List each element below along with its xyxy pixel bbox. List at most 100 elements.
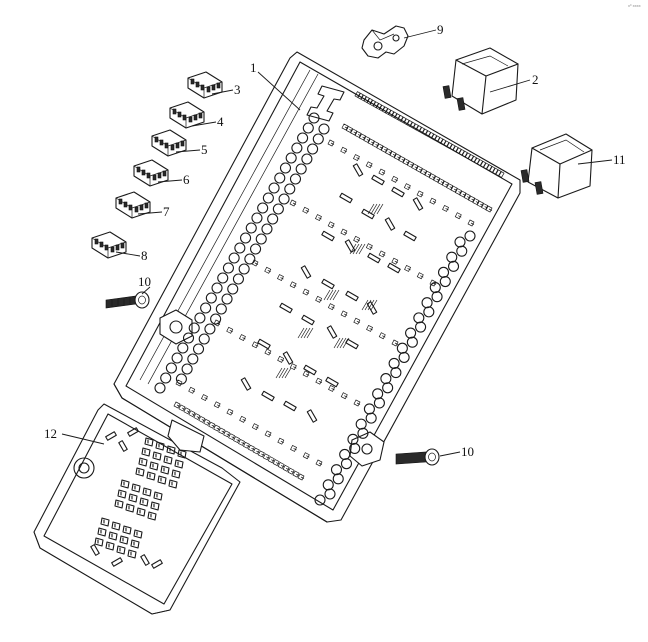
socket-hole bbox=[211, 282, 223, 294]
fuse-slot bbox=[340, 228, 348, 236]
fuse-slot bbox=[247, 444, 255, 452]
fuse-block-cell bbox=[157, 172, 162, 179]
fuse-block-cell bbox=[99, 241, 104, 248]
relay-slot bbox=[303, 364, 317, 376]
diode-marking bbox=[297, 327, 305, 339]
leader-1 bbox=[257, 71, 301, 111]
fuse-slot bbox=[289, 363, 297, 371]
cover-fuse-marking bbox=[122, 525, 132, 535]
leader-5 bbox=[175, 149, 201, 153]
fuse-slot bbox=[200, 394, 208, 402]
cover-fuse-marking bbox=[174, 459, 184, 469]
relay-slot bbox=[282, 351, 294, 365]
relay-slot bbox=[344, 239, 356, 253]
socket-hole bbox=[274, 172, 286, 184]
fuse-block-cell bbox=[128, 204, 133, 211]
socket-hole bbox=[373, 397, 385, 409]
fuse-block-cell bbox=[152, 174, 157, 181]
diode-marking bbox=[376, 203, 384, 215]
diode-marking bbox=[326, 289, 334, 301]
diode-marking bbox=[329, 289, 337, 301]
socket-hole bbox=[390, 367, 402, 379]
fuse-block-cell bbox=[177, 111, 182, 118]
diode-marking bbox=[352, 243, 360, 255]
fuse-slot bbox=[287, 467, 295, 475]
fuse-slot bbox=[276, 274, 284, 282]
cover-fuse-marking bbox=[120, 479, 130, 489]
fuse-block-cell bbox=[172, 108, 177, 115]
fuse-block-8 bbox=[91, 231, 127, 259]
fuse-block-cell bbox=[162, 170, 167, 177]
diode-marking bbox=[300, 327, 308, 339]
fuse-slot bbox=[442, 204, 450, 212]
edge-pin bbox=[492, 167, 499, 175]
socket-hole bbox=[262, 192, 274, 204]
cover-fuse-marking bbox=[100, 517, 110, 527]
relay-slot bbox=[371, 174, 385, 186]
socket-hole bbox=[222, 262, 234, 274]
fuse-slot bbox=[239, 415, 247, 423]
cover-slot bbox=[118, 440, 128, 452]
fuse-slot bbox=[353, 399, 361, 407]
socket-hole bbox=[165, 362, 177, 374]
socket-hole bbox=[301, 153, 313, 165]
edge-pin bbox=[400, 116, 407, 124]
fuse-box-cover bbox=[33, 403, 241, 615]
relay-slot bbox=[306, 409, 318, 423]
relay-slot bbox=[352, 163, 364, 177]
fuse-block-6 bbox=[133, 159, 169, 187]
fuse-slot bbox=[391, 257, 399, 265]
relay-slot bbox=[279, 302, 293, 314]
relay-slot bbox=[391, 186, 405, 198]
socket-hole bbox=[289, 173, 302, 185]
cover-fuse-marking bbox=[114, 499, 124, 509]
edge-pin bbox=[366, 97, 373, 105]
fuse-slot bbox=[365, 243, 373, 251]
fuse-slot bbox=[257, 450, 265, 458]
fuse-slot bbox=[262, 453, 270, 461]
cover-fuse-marking bbox=[139, 497, 149, 507]
edge-pin bbox=[483, 162, 490, 170]
edge-pin bbox=[418, 126, 425, 134]
fuse-slot bbox=[272, 459, 280, 467]
callout-3: 3 bbox=[234, 82, 241, 97]
fuse-slot bbox=[429, 197, 437, 205]
cover-slot bbox=[111, 557, 123, 567]
socket-hole bbox=[447, 260, 460, 272]
edge-pin bbox=[428, 131, 435, 139]
callout-9: 9 bbox=[437, 22, 444, 37]
fuse-block-cell bbox=[190, 78, 195, 85]
fuse-slot bbox=[353, 235, 361, 243]
relay-slot bbox=[345, 290, 359, 302]
fuse-block-cell bbox=[154, 136, 159, 143]
socket-hole bbox=[227, 283, 239, 295]
edge-pin bbox=[424, 130, 431, 138]
fuse-block-body bbox=[169, 101, 205, 129]
fuse-slot bbox=[282, 464, 290, 472]
fuse-slot bbox=[175, 379, 183, 387]
callout-12: 12 bbox=[44, 426, 57, 441]
socket-hole bbox=[182, 332, 195, 344]
leader-8 bbox=[115, 251, 141, 257]
diode-marking bbox=[364, 299, 372, 311]
socket-hole bbox=[257, 202, 269, 214]
cover-fuse-marking bbox=[163, 455, 173, 465]
bracket-clip-9 bbox=[361, 25, 409, 59]
socket-hole bbox=[308, 112, 320, 124]
fuse-slot bbox=[267, 456, 275, 464]
fuse-slot-array bbox=[173, 123, 493, 481]
fuse-slot bbox=[203, 418, 211, 426]
edge-pin bbox=[360, 94, 367, 102]
cover-fuse-markings bbox=[90, 427, 187, 569]
cover-fuse-marking bbox=[131, 483, 141, 493]
relay-slot bbox=[301, 314, 315, 326]
socket-hole bbox=[192, 343, 205, 355]
socket-hole bbox=[456, 245, 468, 257]
socket-hole bbox=[194, 312, 206, 324]
fuse-block-cell bbox=[198, 112, 203, 119]
fuse-block-cell bbox=[139, 204, 144, 211]
cover-slot bbox=[127, 427, 139, 437]
cover-fuse-marking bbox=[141, 447, 151, 457]
